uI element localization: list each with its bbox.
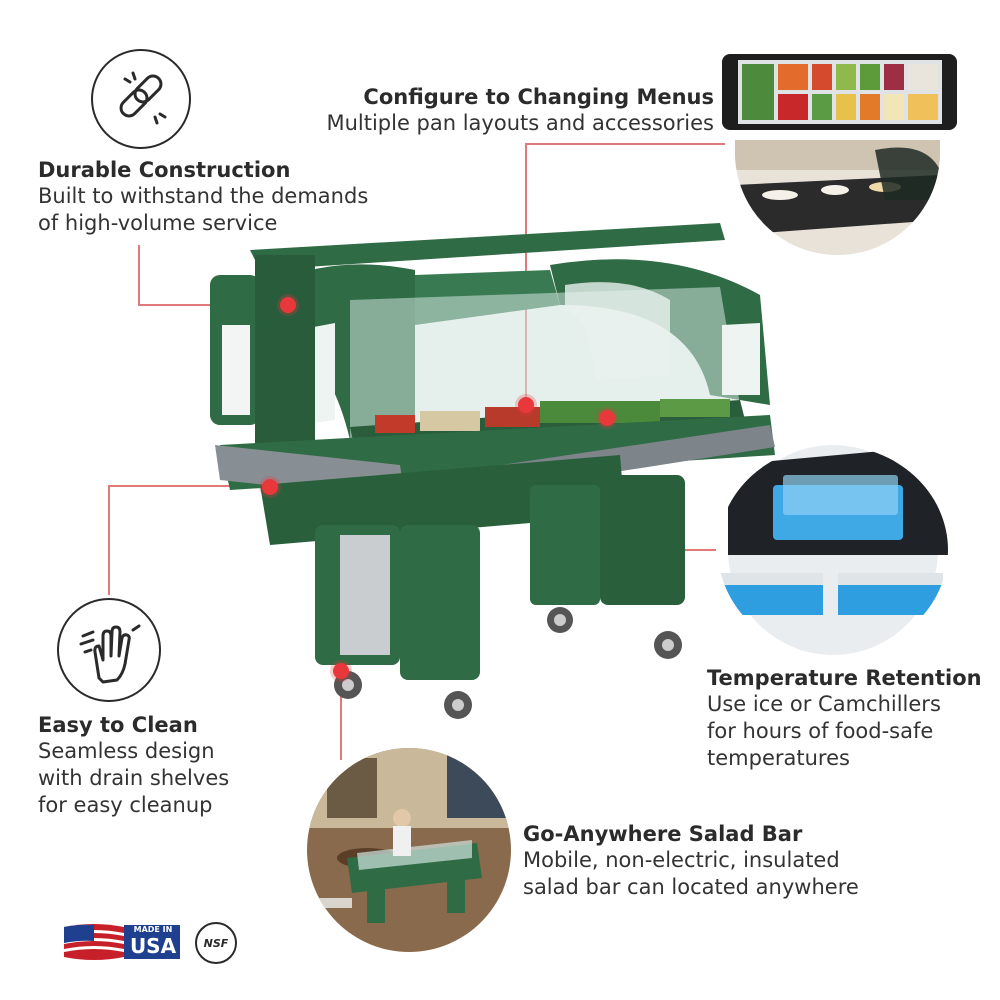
hotspot-clean[interactable] [262, 479, 278, 495]
feature-durable-line-2: of high-volume service [38, 211, 278, 235]
feature-clean-line-1: Seamless design [38, 739, 215, 763]
hotspot-configure[interactable] [518, 397, 534, 413]
feature-temperature-line-3: temperatures [707, 746, 850, 770]
sneeze-guard-hood [210, 223, 770, 455]
made-in-usa-badge: MADE IN USA [64, 921, 180, 963]
feature-durable-title: Durable Construction [38, 158, 291, 182]
clean-icon-circle [57, 598, 161, 702]
feature-temperature: Temperature Retention Use ice or Camchil… [707, 665, 982, 772]
feature-durable: Durable Construction Built to withstand … [38, 157, 368, 237]
leader-anywhere-v [340, 672, 342, 760]
us-flag-icon [64, 924, 180, 960]
camchiller-thumbnail [718, 445, 948, 655]
feature-clean-line-3: for easy cleanup [38, 793, 213, 817]
feature-anywhere: Go-Anywhere Salad Bar Mobile, non-electr… [523, 821, 859, 901]
feature-anywhere-line-1: Mobile, non-electric, insulated [523, 848, 840, 872]
feature-configure-line-1: Multiple pan layouts and accessories [326, 111, 714, 135]
pan-layout-thumbnail [722, 54, 957, 130]
feature-temperature-title: Temperature Retention [707, 666, 982, 690]
feature-anywhere-title: Go-Anywhere Salad Bar [523, 822, 803, 846]
feature-durable-line-1: Built to withstand the demands [38, 184, 369, 208]
feature-clean-line-2: with drain shelves [38, 766, 230, 790]
feature-anywhere-line-2: salad bar can located anywhere [523, 875, 859, 899]
salad-bar-product [210, 223, 775, 719]
hotspot-durable[interactable] [280, 297, 296, 313]
nsf-badge: NSF [195, 922, 237, 964]
restaurant-thumbnail [307, 748, 511, 952]
nsf-text: NSF [203, 936, 229, 950]
feature-clean-title: Easy to Clean [38, 713, 198, 737]
made-in-text: MADE IN [133, 925, 173, 934]
hand-wiping-icon [79, 624, 141, 684]
feature-configure-title: Configure to Changing Menus [363, 85, 714, 109]
durability-icon-circle [91, 49, 191, 149]
usa-text: USA [129, 934, 177, 958]
feature-clean: Easy to Clean Seamless design with drain… [38, 712, 229, 819]
leader-configure-h [525, 143, 725, 145]
feature-configure: Configure to Changing Menus Multiple pan… [326, 84, 714, 137]
leader-durable-v [138, 245, 140, 305]
feature-temperature-line-2: for hours of food-safe [707, 719, 934, 743]
cart-body [215, 415, 775, 719]
hotspot-temperature[interactable] [599, 410, 615, 426]
hotspot-anywhere[interactable] [333, 663, 349, 679]
leader-clean-v [108, 485, 110, 595]
chain-link-icon [119, 71, 167, 125]
feature-temperature-line-1: Use ice or Camchillers [707, 692, 941, 716]
leader-clean-h [108, 485, 268, 487]
